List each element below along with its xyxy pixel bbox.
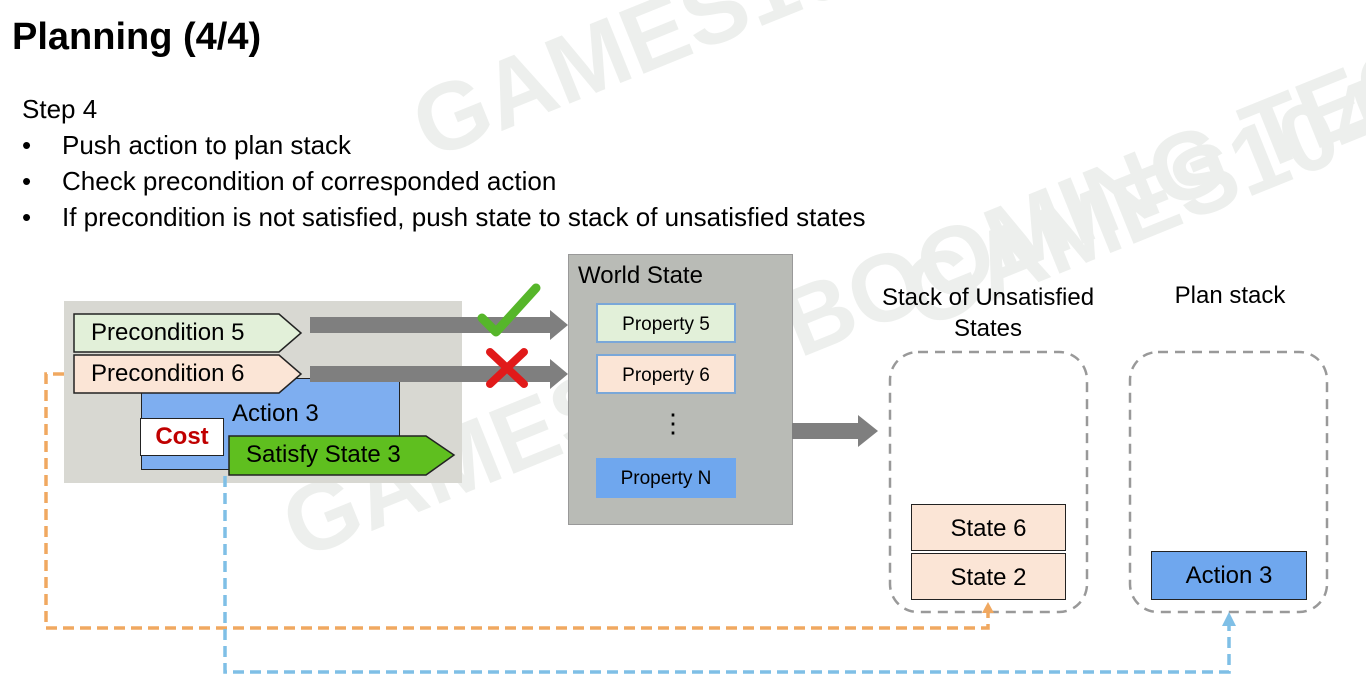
plan-stack-item-action-3: Action 3	[1151, 551, 1307, 600]
property-6: Property 6	[596, 354, 736, 394]
arrow-right-icon	[310, 310, 568, 340]
bullet-item: •Check precondition of corresponded acti…	[22, 166, 557, 196]
stack-item-state-6: State 6	[911, 504, 1066, 551]
property-5: Property 5	[596, 303, 736, 343]
precondition-check-arrows	[310, 283, 568, 389]
bullet-item: •Push action to plan stack	[22, 130, 352, 160]
action-label: Action 3	[232, 400, 319, 427]
watermark-text: GAMES104 BOOMING TECH	[398, 0, 1366, 179]
arrow-right-icon	[310, 359, 568, 389]
bullet-text: Check precondition of corresponded actio…	[62, 166, 557, 196]
arrow-right-icon	[792, 415, 878, 447]
check-icon	[477, 283, 541, 337]
precondition-5-label: Precondition 5	[91, 319, 245, 346]
ellipsis: ⋮	[660, 408, 686, 438]
satisfy-state-tag: Satisfy State 3	[228, 435, 456, 476]
stack-item-state-2: State 2	[911, 553, 1066, 600]
precondition-6-tag: Precondition 6	[73, 354, 303, 394]
plan-stack-label: Plan stack	[1174, 282, 1286, 309]
world-state-label: World State	[578, 262, 703, 289]
page-title: Planning (4/4)	[12, 16, 262, 58]
precondition-6-label: Precondition 6	[91, 360, 245, 387]
step-label: Step 4	[22, 94, 98, 124]
bullet-text: Push action to plan stack	[62, 130, 352, 160]
cost-label: Cost	[140, 418, 224, 456]
bullet-item: •If precondition is not satisfied, push …	[22, 202, 866, 232]
satisfy-state-label: Satisfy State 3	[246, 441, 401, 468]
unsatisfied-stack-label: Stack of Unsatisfied States	[881, 284, 1095, 342]
property-n: Property N	[596, 458, 736, 498]
precondition-5-tag: Precondition 5	[73, 313, 303, 353]
bullet-text: If precondition is not satisfied, push s…	[62, 202, 866, 232]
